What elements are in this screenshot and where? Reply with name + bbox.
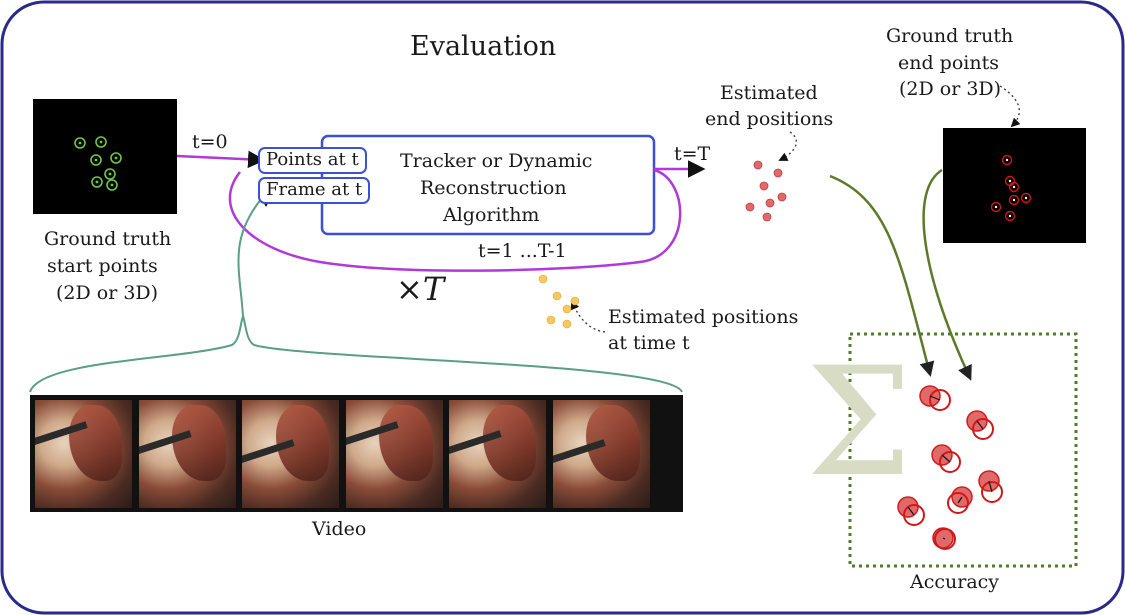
- start-points-panel: [33, 99, 177, 214]
- tT-label: t=T: [674, 143, 711, 165]
- estimated-end-label-2: end positions: [705, 108, 834, 130]
- video-frame-tissue: [172, 405, 226, 481]
- sigma-symbol: Σ: [806, 336, 913, 510]
- accuracy-box: [848, 332, 1078, 568]
- accuracy-ground-truth: [981, 481, 1003, 503]
- video-frame: [135, 397, 239, 511]
- video-brace: [29, 312, 683, 393]
- start-points-label-3: (2D or 3D): [56, 282, 159, 304]
- estimated-t-label-2: at time t: [608, 332, 690, 354]
- accuracy-ground-truth: [934, 528, 956, 550]
- estimated-t-point: [538, 274, 548, 284]
- gt-end-label-1: Ground truth: [886, 25, 1014, 47]
- points-at-t-box: Points at t: [258, 147, 367, 174]
- accuracy-error-line: [976, 420, 984, 430]
- brace-to-frame: [237, 197, 263, 317]
- accuracy-ground-truth: [972, 418, 994, 440]
- loop-times-label: ×T: [396, 270, 445, 308]
- gt-end-label-2: end points: [898, 52, 999, 74]
- start-points-label-2: start points: [47, 255, 158, 277]
- t0-arrow: [176, 150, 266, 169]
- estimated-end-point: [777, 192, 787, 202]
- green-arrow-groundtruth: [922, 168, 972, 381]
- estimated-end-label-1: Estimated: [720, 82, 818, 104]
- accuracy-error-line: [942, 537, 946, 540]
- algorithm-label-1: Tracker or Dynamic: [400, 150, 593, 172]
- algorithm-label-2: Reconstruction: [420, 177, 567, 199]
- accuracy-error-line: [988, 480, 993, 493]
- dot-pointer-gt-end: [999, 85, 1021, 128]
- video-label: Video: [312, 518, 367, 540]
- accuracy-error-line: [957, 496, 963, 504]
- video-frame-tissue: [379, 405, 433, 481]
- frame-at-t-box: Frame at t: [258, 177, 371, 204]
- video-frame-tissue: [68, 405, 123, 481]
- estimated-end-point: [762, 212, 772, 222]
- estimated-end-point: [773, 168, 783, 178]
- accuracy-error-line: [929, 395, 941, 401]
- points-layer: [538, 160, 1003, 550]
- video-frame: [342, 397, 446, 511]
- estimated-t-point: [552, 291, 562, 301]
- t0-label: t=0: [192, 131, 228, 153]
- estimated-t-point: [562, 319, 572, 329]
- video-frame: [549, 397, 653, 511]
- page-title: Evaluation: [410, 31, 557, 62]
- gt-end-label-3: (2D or 3D): [899, 78, 1002, 100]
- accuracy-label: Accuracy: [910, 571, 1000, 593]
- accuracy-ground-truth: [939, 451, 961, 473]
- estimated-end-point: [753, 160, 763, 170]
- estimated-t-point: [562, 304, 572, 314]
- loop-curve: [228, 168, 682, 272]
- estimated-end-point: [745, 202, 755, 212]
- dot-pointer-estimated-t: [570, 300, 606, 333]
- loop-range-label: t=1 ...T-1: [478, 240, 567, 262]
- green-arrow-estimated: [829, 174, 935, 377]
- estimated-end-point: [759, 181, 769, 191]
- video-frame: [446, 397, 549, 511]
- start-points-label-1: Ground truth: [44, 228, 172, 250]
- estimated-t-point: [546, 315, 556, 325]
- accuracy-ground-truth: [929, 389, 951, 411]
- accuracy-error-line: [941, 454, 951, 463]
- end-points-panel: [943, 128, 1086, 243]
- estimated-end-point: [765, 198, 775, 208]
- video-frame: [239, 397, 342, 511]
- accuracy-ground-truth: [903, 504, 925, 526]
- video-frame-tissue: [482, 405, 537, 481]
- video-frame: [32, 397, 135, 511]
- accuracy-error-line: [907, 506, 915, 516]
- accuracy-ground-truth: [947, 492, 969, 514]
- dot-pointer-estimated-end: [778, 131, 797, 161]
- estimated-t-point: [570, 296, 580, 306]
- estimated-t-label-1: Estimated positions: [608, 306, 799, 328]
- algorithm-label-3: Algorithm: [443, 204, 540, 226]
